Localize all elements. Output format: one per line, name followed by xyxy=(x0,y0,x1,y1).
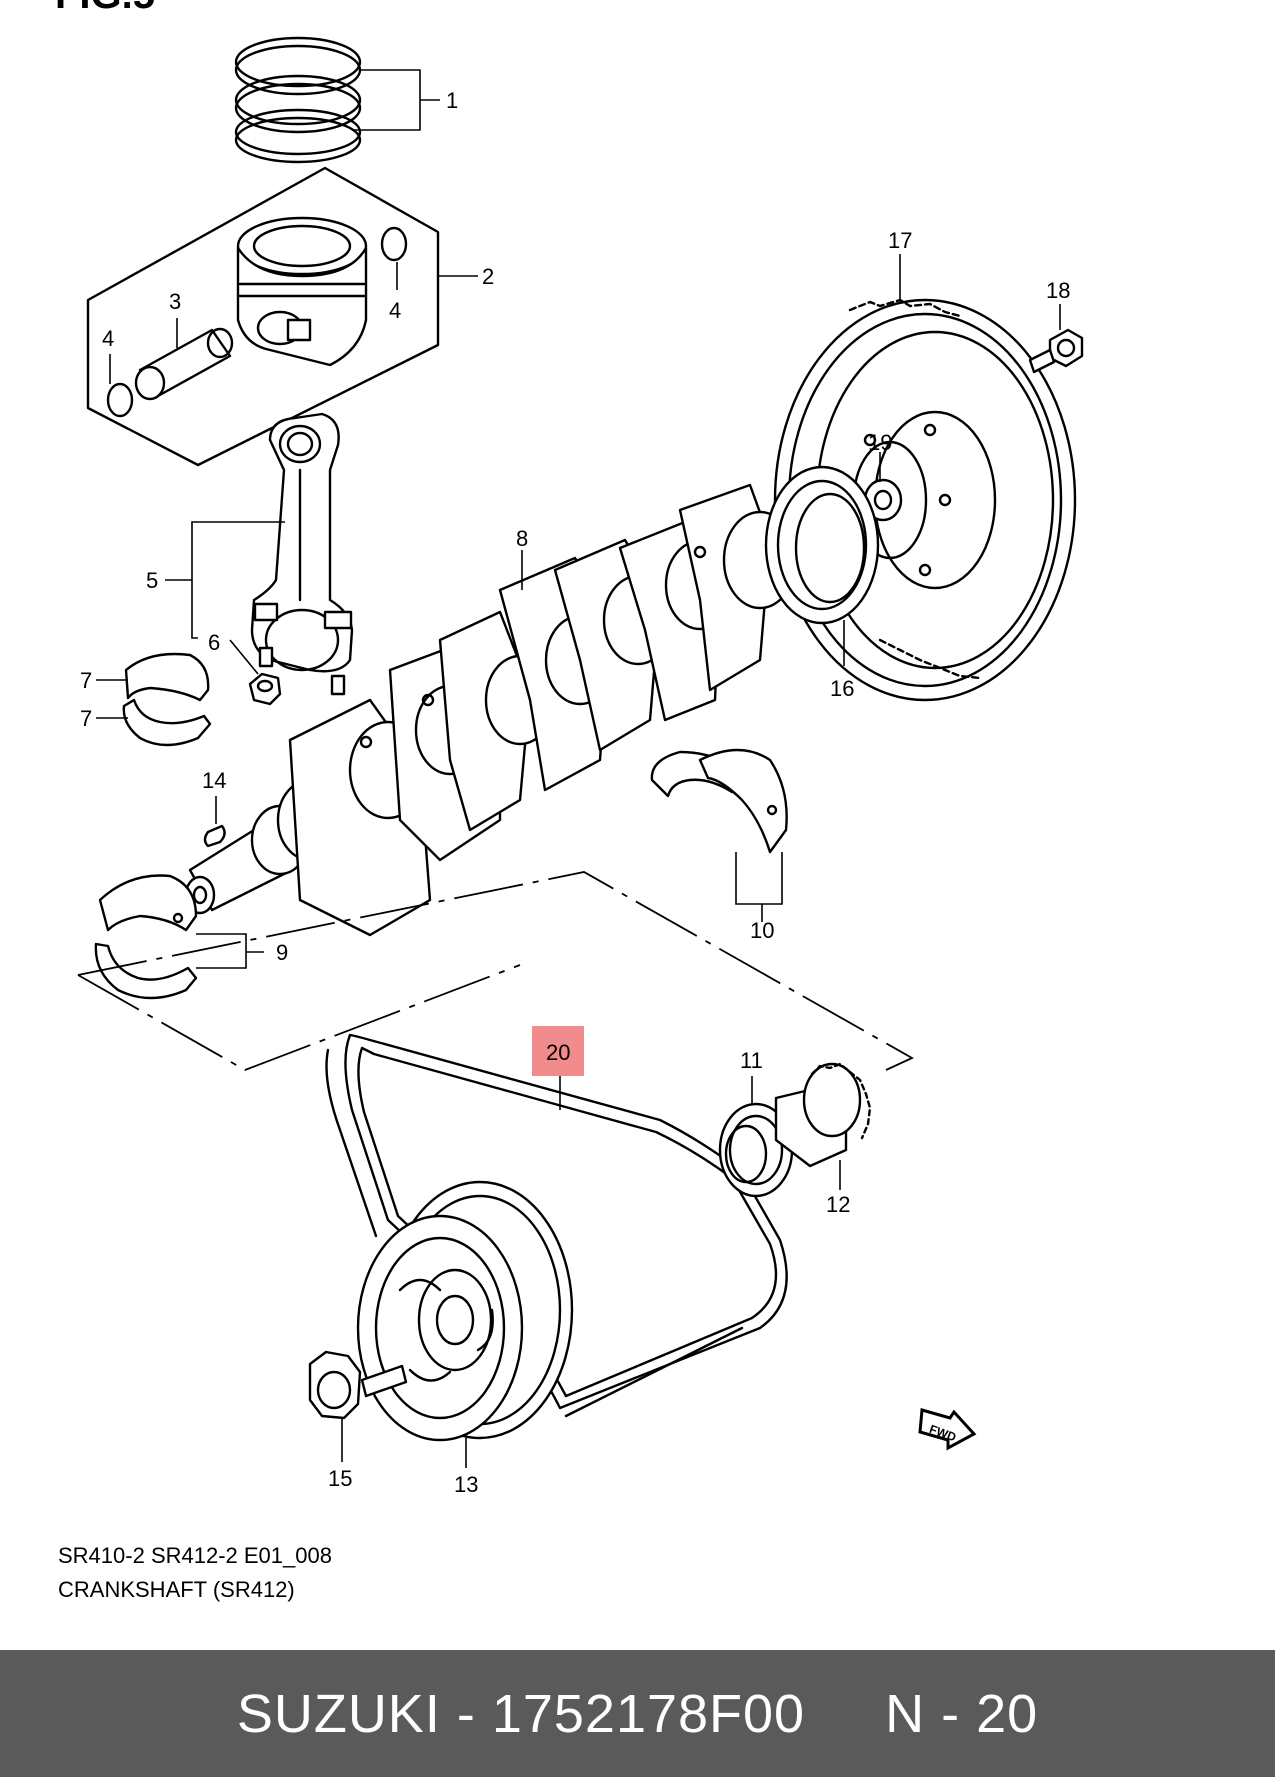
callout-9: 9 xyxy=(276,940,288,965)
crank-group-frame-bottom xyxy=(77,964,521,1071)
callout-17: 17 xyxy=(888,228,912,253)
callout-4-right: 4 xyxy=(389,298,401,323)
callout-19: 19 xyxy=(868,430,892,455)
callout-3: 3 xyxy=(169,289,181,314)
piston xyxy=(236,216,368,367)
figure-code: SR410-2 SR412-2 E01_008 xyxy=(58,1543,332,1568)
callout-5: 5 xyxy=(146,568,158,593)
crank-group-frame-top xyxy=(77,871,914,1071)
callout-7-upper: 7 xyxy=(80,668,92,693)
piston-pin xyxy=(134,327,234,401)
callout-14: 14 xyxy=(202,768,226,793)
footer-bar: SUZUKI - 1752178F00 N - 20 xyxy=(0,1650,1275,1777)
flywheel-bolt xyxy=(1028,304,1084,374)
parts-diagram: FIG.5 xyxy=(55,0,1084,1497)
callout-13: 13 xyxy=(454,1472,478,1497)
callout-10: 10 xyxy=(750,918,774,943)
crank-pulley xyxy=(356,1180,574,1468)
callout-2: 2 xyxy=(482,264,494,289)
figure-label: FIG.5 xyxy=(55,0,155,17)
callout-8: 8 xyxy=(516,526,528,551)
leader-10 xyxy=(735,852,783,905)
leader-9 xyxy=(196,933,247,969)
rod-bearing-upper xyxy=(96,652,210,702)
main-bearing-upper xyxy=(98,874,198,932)
rod-bearing-lower xyxy=(96,698,212,747)
timing-sprocket xyxy=(774,1062,872,1190)
leader-1 xyxy=(352,69,440,131)
piston-group-box xyxy=(86,166,440,467)
main-bearing-rear-lower xyxy=(698,748,788,854)
callout-11: 11 xyxy=(740,1048,763,1073)
rod-bolt xyxy=(258,646,346,696)
pin-clip-right xyxy=(380,226,408,290)
connecting-rod xyxy=(250,412,354,673)
piston-rings xyxy=(234,36,362,164)
callout-6: 6 xyxy=(208,630,220,655)
footer-text: SUZUKI - 1752178F00 N - 20 xyxy=(236,1683,1039,1744)
callout-15: 15 xyxy=(328,1466,352,1491)
figure-title: CRANKSHAFT (SR412) xyxy=(58,1577,295,1602)
callout-highlight xyxy=(532,1026,584,1076)
callout-16: 16 xyxy=(830,676,854,701)
fwd-arrow-icon: FWD xyxy=(918,1408,977,1451)
rod-nut xyxy=(229,639,282,706)
callout-4-left: 4 xyxy=(102,326,114,351)
callout-7-lower: 7 xyxy=(80,706,92,731)
rear-oil-seal xyxy=(764,465,880,666)
main-bearing-lower xyxy=(94,942,198,1000)
v-belt xyxy=(325,1033,788,1418)
callout-12: 12 xyxy=(826,1192,850,1217)
callout-20: 20 xyxy=(546,1040,570,1065)
pulley-bolt xyxy=(308,1350,408,1462)
pin-clip-left xyxy=(106,354,134,418)
callout-1: 1 xyxy=(446,88,458,113)
crank-key xyxy=(203,796,226,848)
callout-18: 18 xyxy=(1046,278,1070,303)
